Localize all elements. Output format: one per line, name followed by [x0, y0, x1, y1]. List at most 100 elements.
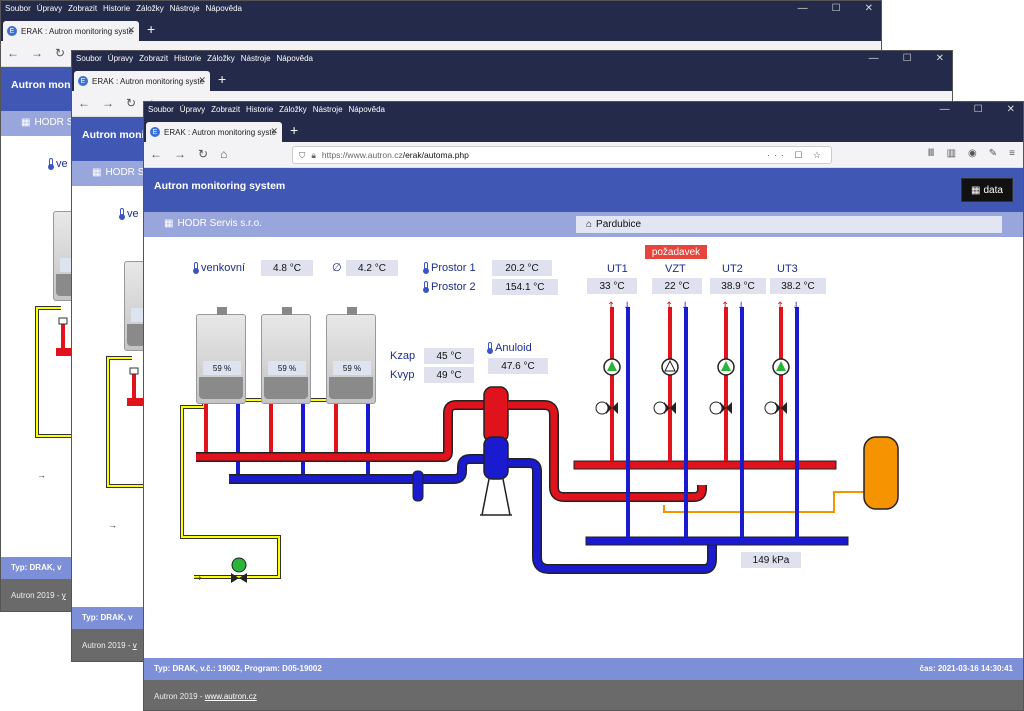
tab-bar: E ERAK : Autron monitoring syste ✕ +	[72, 69, 952, 91]
circuit-ut2-temp: 38.9 °C	[710, 278, 766, 294]
menu-zobrazit[interactable]: Zobrazit	[68, 4, 98, 13]
reload-icon[interactable]: ↻	[55, 46, 66, 60]
menu-zalozky[interactable]: Záložky	[279, 105, 307, 114]
menu-upravy[interactable]: Úpravy	[36, 4, 63, 13]
circuit-ut2-label: UT2	[722, 263, 743, 275]
close-icon[interactable]: ✕	[935, 53, 944, 64]
browser-tab[interactable]: E ERAK : Autron monitoring syste ✕	[146, 122, 282, 142]
title-bar: Soubor Úpravy Zobrazit Historie Záložky …	[144, 102, 1023, 120]
extension-icon[interactable]: ✎	[988, 148, 998, 159]
library-icon[interactable]: Ⅲ	[927, 148, 935, 159]
kzap-value: 45 °C	[424, 348, 474, 364]
data-button-label: data	[983, 184, 1003, 196]
company: ▦ HODR Servis s.r.o.	[164, 218, 262, 229]
url-bar[interactable]: ⛉ 🔒︎ https://www.autron.cz/erak/automa.p…	[292, 146, 832, 164]
outdoor-label: venkovní	[193, 262, 245, 274]
new-tab-button[interactable]: +	[147, 21, 156, 37]
svg-text:↑: ↑	[607, 301, 615, 312]
company: ▦ HODR S	[21, 117, 73, 128]
menu-napoveda[interactable]: Nápověda	[276, 54, 314, 63]
location-bar[interactable]: ⌂ Pardubice	[576, 216, 1002, 233]
forward-icon[interactable]: →	[174, 147, 186, 161]
menu-soubor[interactable]: Soubor	[76, 54, 102, 63]
room2-value: 154.1 °C	[492, 279, 558, 295]
account-icon[interactable]: ◉	[968, 148, 977, 159]
svg-text:↓: ↓	[737, 301, 745, 312]
url-host: https://www.autron.cz	[321, 150, 403, 160]
menu-upravy[interactable]: Úpravy	[107, 54, 134, 63]
hamburger-menu-icon[interactable]: ≡	[1009, 148, 1015, 159]
maximize-icon[interactable]: ☐	[973, 104, 983, 115]
maximize-icon[interactable]: ☐	[902, 53, 912, 64]
menu-nastroje[interactable]: Nástroje	[312, 105, 343, 114]
tab-close-icon[interactable]: ✕	[127, 25, 135, 35]
sidebar-icon[interactable]: ▥	[946, 148, 957, 159]
menu-historie[interactable]: Historie	[103, 4, 131, 13]
kzap-label: Kzap	[390, 350, 416, 362]
tab-close-icon[interactable]: ✕	[198, 75, 206, 85]
menu-historie[interactable]: Historie	[246, 105, 274, 114]
scheme-area: ↑ ↓ ↑ ↓ ↑ ↓ ↑ ↓	[144, 237, 1023, 658]
forward-icon[interactable]: →	[102, 96, 114, 110]
back-icon[interactable]: ←	[150, 147, 162, 161]
footer-info-text: Typ: DRAK, v	[11, 563, 62, 572]
tab-title: ERAK : Autron monitoring syste	[164, 127, 277, 137]
home-icon: ⌂	[586, 219, 593, 230]
flue-icon	[347, 307, 357, 315]
pipe-scheme: ↑ ↓ ↑ ↓ ↑ ↓ ↑ ↓	[180, 301, 899, 584]
browser-tab[interactable]: E ERAK : Autron monitoring syste ✕	[3, 21, 139, 41]
company-name: HODR S	[34, 117, 74, 128]
thermometer-icon	[193, 262, 199, 274]
room1-label: Prostor 1	[423, 262, 476, 274]
nav-bar: ← → ↻ ⌂ ⛉ 🔒︎ https://www.autron.cz/erak/…	[144, 142, 1023, 168]
url-actions[interactable]: ··· ☐ ☆	[766, 150, 825, 160]
circuit-ut1-temp: 33 °C	[587, 278, 637, 294]
menu-soubor[interactable]: Soubor	[148, 105, 174, 114]
minimize-icon[interactable]: —	[797, 3, 808, 14]
copyright-link[interactable]: www.autron.cz	[204, 692, 257, 701]
menu-napoveda[interactable]: Nápověda	[348, 105, 386, 114]
forward-icon[interactable]: →	[31, 46, 43, 60]
menu-soubor[interactable]: Soubor	[5, 4, 31, 13]
menu-zalozky[interactable]: Záložky	[207, 54, 235, 63]
copyright-link[interactable]: y	[61, 591, 66, 600]
browser-tab[interactable]: E ERAK : Autron monitoring syste ✕	[74, 71, 210, 91]
close-icon[interactable]: ✕	[1006, 104, 1015, 115]
footer-info-text: Typ: DRAK, v.č.: 19002, Program: D05-190…	[154, 664, 322, 673]
menu-historie[interactable]: Historie	[174, 54, 202, 63]
room1-value: 20.2 °C	[492, 260, 552, 276]
back-icon[interactable]: ←	[7, 46, 19, 60]
circuit-ut1-label: UT1	[607, 263, 628, 275]
reload-icon[interactable]: ↻	[198, 147, 209, 161]
circuit-ut3-label: UT3	[777, 263, 798, 275]
svg-text:↑: ↑	[665, 301, 673, 312]
copyright-link[interactable]: v	[132, 641, 137, 650]
menu-zobrazit[interactable]: Zobrazit	[211, 105, 241, 114]
circuit-vzt-temp: 22 °C	[652, 278, 702, 294]
menu-zalozky[interactable]: Záložky	[136, 4, 164, 13]
menu-nastroje[interactable]: Nástroje	[240, 54, 271, 63]
menu-upravy[interactable]: Úpravy	[179, 105, 206, 114]
outdoor-value: 4.8 °C	[261, 260, 313, 276]
new-tab-button[interactable]: +	[290, 122, 299, 138]
menu-nastroje[interactable]: Nástroje	[169, 4, 200, 13]
minimize-icon[interactable]: —	[939, 104, 950, 115]
copyright-text: Autron 2019 -	[11, 591, 62, 600]
minimize-icon[interactable]: —	[868, 53, 879, 64]
maximize-icon[interactable]: ☐	[831, 3, 841, 14]
reload-icon[interactable]: ↻	[126, 96, 137, 110]
tab-bar: E ERAK : Autron monitoring syste ✕ +	[1, 19, 881, 41]
building-icon: ▦	[164, 218, 174, 229]
menu-zobrazit[interactable]: Zobrazit	[139, 54, 169, 63]
thermometer-icon	[423, 281, 429, 293]
flue-icon	[217, 307, 227, 315]
data-button[interactable]: ▦ data	[961, 178, 1013, 202]
menu-napoveda[interactable]: Nápověda	[205, 4, 243, 13]
lock-icon: 🔒︎	[311, 149, 316, 160]
back-icon[interactable]: ←	[78, 96, 90, 110]
home-icon[interactable]: ⌂	[220, 147, 228, 161]
close-icon[interactable]: ✕	[864, 3, 873, 14]
new-tab-button[interactable]: +	[218, 71, 227, 87]
building-icon: ▦	[92, 167, 102, 178]
tab-close-icon[interactable]: ✕	[270, 126, 278, 136]
